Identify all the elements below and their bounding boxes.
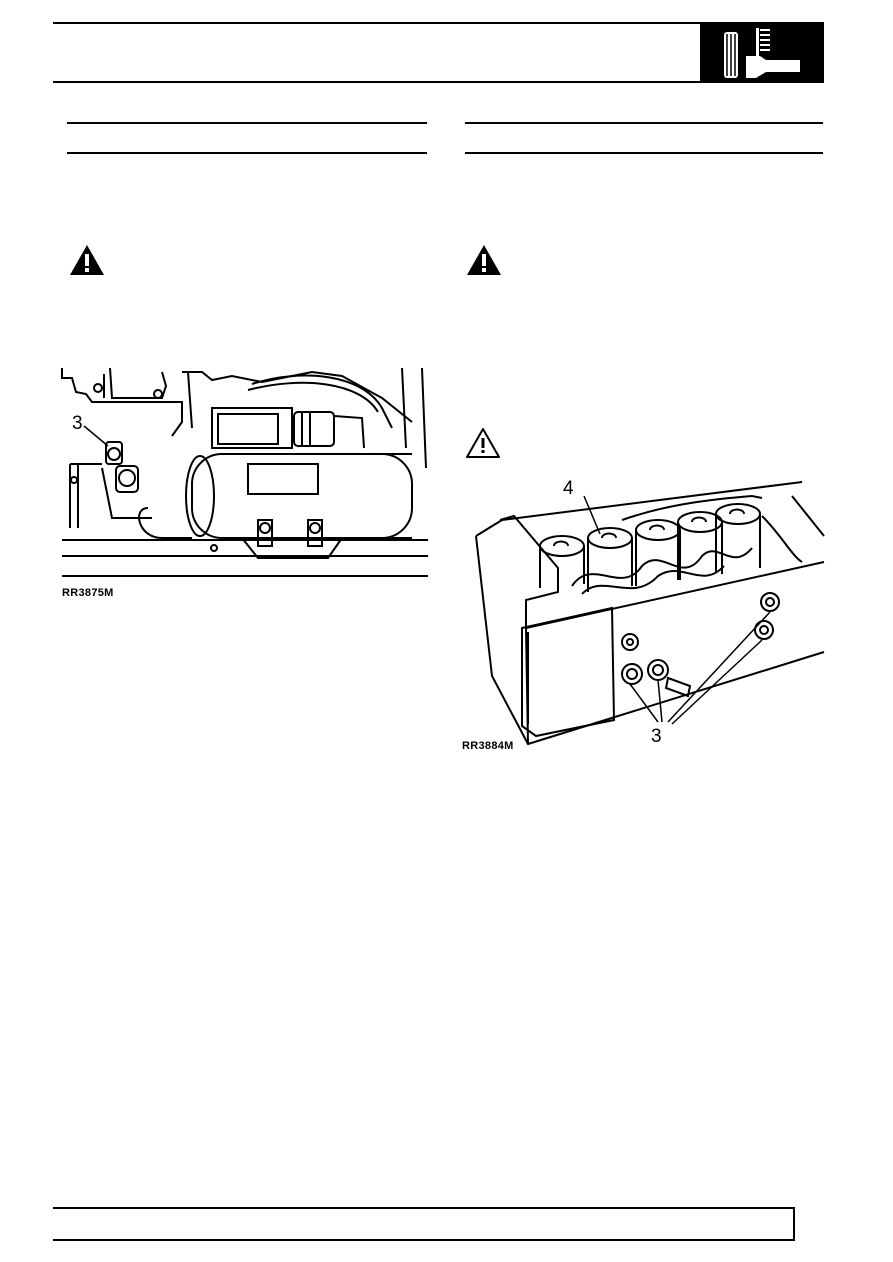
left-figure-caption: RR3875M (62, 587, 114, 599)
right-figure-callout-bottom: 3 (651, 726, 662, 747)
right-heading-rule-bottom (465, 152, 823, 154)
header-top-rule (53, 22, 823, 24)
left-heading-rule-top (67, 122, 427, 124)
right-figure-illustration (475, 481, 825, 746)
left-heading-rule-bottom (67, 152, 427, 154)
suspension-section-icon (700, 22, 824, 83)
right-figure-caption: RR3884M (462, 740, 514, 752)
right-figure-callout-top: 4 (563, 478, 574, 499)
right-heading-rule-top (465, 122, 823, 124)
left-figure-callout: 3 (72, 413, 83, 434)
caution-right-icon (466, 428, 500, 458)
left-figure-illustration (61, 367, 428, 577)
warning-right-icon (467, 245, 501, 275)
header-bottom-rule (53, 81, 823, 83)
footer-box (53, 1207, 795, 1241)
warning-left-icon (70, 245, 104, 275)
